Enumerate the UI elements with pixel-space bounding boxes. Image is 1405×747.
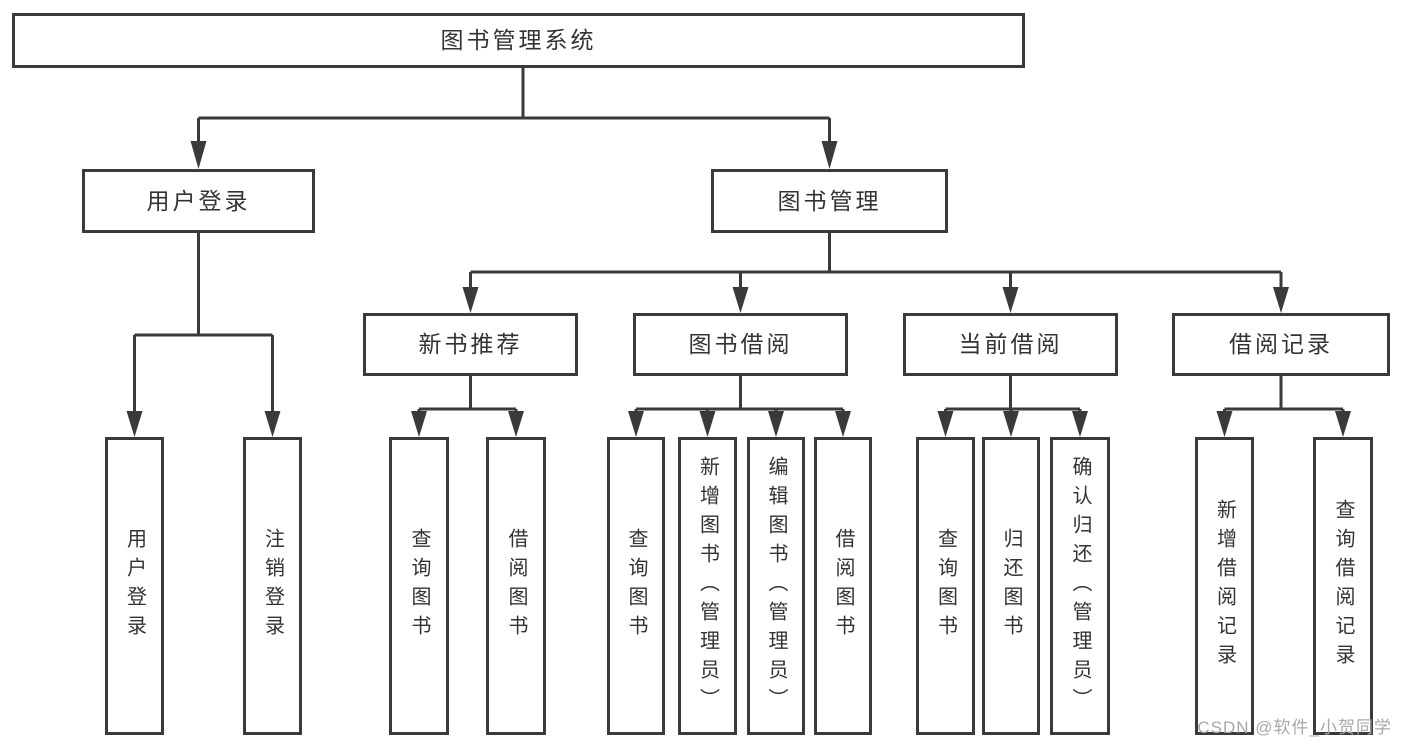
leaf-borrow-query-books-label: 查询图书 (625, 528, 647, 644)
leaf-user-login-label: 用户登录 (123, 528, 146, 644)
leaf-current-return-books: 归还图书 (982, 437, 1040, 735)
leaf-borrow-query-books: 查询图书 (607, 437, 665, 735)
leaf-current-query-books: 查询图书 (916, 437, 975, 735)
leaf-current-query-books-label: 查询图书 (934, 528, 957, 644)
leaf-recommend-query-books-label: 查询图书 (408, 528, 430, 644)
node-user-login: 用户登录 (82, 169, 315, 233)
leaf-logout-label: 注销登录 (261, 528, 284, 644)
leaf-records-query-record: 查询借阅记录 (1313, 437, 1373, 735)
node-new-book-recommend-label: 新书推荐 (418, 331, 523, 357)
node-borrow-records-label: 借阅记录 (1229, 331, 1333, 357)
leaf-borrow-edit-books-admin: 编辑图书（管理员） (747, 437, 805, 735)
leaf-borrow-add-books-admin-label: 新增图书（管理员） (696, 455, 719, 717)
node-new-book-recommend: 新书推荐 (363, 313, 578, 376)
leaf-records-add-record: 新增借阅记录 (1195, 437, 1254, 735)
node-user-login-label: 用户登录 (146, 187, 251, 214)
leaf-records-add-record-label: 新增借阅记录 (1213, 499, 1236, 673)
watermark: CSDN @软件_小贺同学 (1197, 718, 1392, 737)
node-current-borrow-label: 当前借阅 (958, 331, 1063, 357)
leaf-current-return-books-label: 归还图书 (1000, 528, 1022, 644)
node-book-management-label: 图书管理 (777, 187, 882, 214)
node-book-management: 图书管理 (711, 169, 948, 233)
leaf-borrow-borrow-books-label: 借阅图书 (832, 528, 854, 644)
leaf-recommend-borrow-books-label: 借阅图书 (505, 528, 527, 644)
leaf-current-confirm-return-admin: 确认归还（管理员） (1050, 437, 1110, 735)
node-book-borrow: 图书借阅 (633, 313, 848, 376)
leaf-user-login: 用户登录 (105, 437, 164, 735)
node-current-borrow: 当前借阅 (903, 313, 1118, 376)
leaf-recommend-borrow-books: 借阅图书 (486, 437, 546, 735)
leaf-borrow-add-books-admin: 新增图书（管理员） (678, 437, 737, 735)
leaf-records-query-record-label: 查询借阅记录 (1332, 499, 1354, 673)
leaf-logout: 注销登录 (243, 437, 302, 735)
node-library-system-label: 图书管理系统 (440, 27, 597, 53)
leaf-borrow-edit-books-admin-label: 编辑图书（管理员） (765, 455, 787, 717)
leaf-recommend-query-books: 查询图书 (389, 437, 449, 735)
leaf-current-confirm-return-admin-label: 确认归还（管理员） (1069, 455, 1091, 717)
node-borrow-records: 借阅记录 (1172, 313, 1390, 376)
leaf-borrow-borrow-books: 借阅图书 (814, 437, 872, 735)
node-library-system: 图书管理系统 (12, 13, 1025, 68)
node-book-borrow-label: 图书借阅 (688, 331, 793, 357)
